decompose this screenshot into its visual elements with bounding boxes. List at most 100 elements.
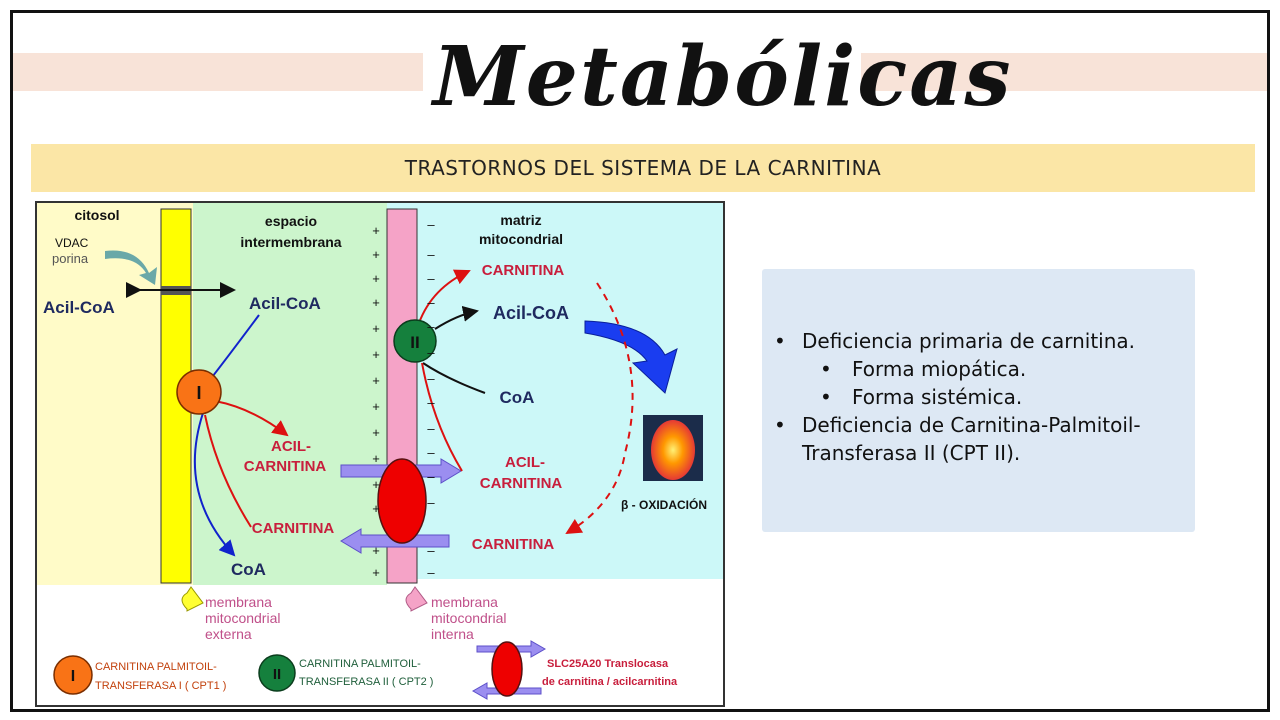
acylcarnitine-to-cpt2-line (421, 362, 463, 472)
title-band-right (861, 53, 1267, 91)
coa-matrix-label: CoA (500, 388, 535, 407)
matrix-label-1: matriz (500, 212, 541, 228)
outer-membrane-label-3: externa (205, 626, 252, 642)
plus-charge: + (372, 501, 380, 516)
carnitine-matrix-top-label: CARNITINA (482, 262, 565, 279)
cpt2-enzyme (393, 319, 437, 363)
beta-oxidation-label: β - OXIDACIÓN (621, 497, 707, 512)
plus-charge: + (372, 321, 380, 336)
minus-charge: – (427, 319, 435, 334)
plus-charge: + (372, 247, 380, 262)
legend-cpt2-line2: TRANSFERASA II ( CPT2 ) (299, 676, 433, 688)
minus-charge: – (427, 371, 435, 386)
subtitle: TRASTORNOS DEL SISTEMA DE LA CARNITINA (404, 156, 882, 180)
carnitine-to-cpt1-line (204, 414, 252, 528)
acylcarnitine-right-label-2: CARNITINA (480, 475, 563, 492)
acylcarnitine-right-label-1: ACIL- (505, 454, 545, 471)
legend-cpt1-line1: CARNITINA PALMITOIL- (95, 661, 217, 673)
minus-charge: – (427, 345, 435, 360)
coa-to-cpt2-line (422, 362, 486, 394)
carnitine-left-label: CARNITINA (252, 520, 335, 537)
legend-cpt1-line2: TRANSFERASA I ( CPT1 ) (95, 680, 226, 692)
slide-title: Metabólicas (433, 29, 1013, 125)
bullet-subitem: Forma miopática. (774, 355, 1184, 383)
minus-charge: – (427, 565, 435, 580)
plus-charge: + (372, 373, 380, 388)
matrix-label-2: mitocondrial (479, 231, 563, 247)
bullet-subitem: Forma sistémica. (774, 383, 1184, 411)
cpt2-to-carnitine-arrow (418, 269, 471, 324)
coa-intermembrane-label: CoA (231, 560, 266, 579)
legend-cpt2-icon-label: II (273, 666, 281, 683)
cytosol-label: citosol (74, 207, 119, 223)
minus-charge: – (427, 247, 435, 262)
legend-cpt1-icon-label: I (71, 668, 75, 685)
inner-membrane-label-3: interna (431, 626, 474, 642)
cpt1-enzyme (176, 369, 222, 415)
legend-slc-line2: de carnitina / acilcarnitina (542, 676, 678, 688)
acylcarnitine-left-label-1: ACIL- (271, 438, 311, 455)
inner-membrane-label-1: membrana (431, 594, 498, 610)
minus-charge: – (427, 445, 435, 460)
vdac-label: VDAC (55, 236, 89, 250)
porina-label: porina (52, 251, 89, 266)
legend-cpt2-line1: CARNITINA PALMITOIL- (299, 658, 421, 670)
bullet-item: Deficiencia de Carnitina-Palmitoil-Trans… (774, 411, 1184, 467)
acyl-coa-intermembrane-label: Acil-CoA (249, 294, 321, 313)
legend-cpt1-icon (53, 655, 93, 695)
acylcarnitine-left-label-2: CARNITINA (244, 458, 327, 475)
cpt2-to-acyl-coa-arrow (434, 305, 479, 330)
bullet-list: Deficiencia primaria de carnitina. Forma… (774, 327, 1184, 467)
plus-charge: + (372, 399, 380, 414)
minus-charge: – (427, 395, 435, 410)
minus-charge: – (427, 217, 435, 232)
carnitine-recycling-dashed-arrow (565, 282, 634, 535)
beta-oxidation-arrow (584, 320, 678, 394)
minus-charge: – (427, 271, 435, 286)
plus-charge: + (372, 271, 380, 286)
inner-membrane-label-2: mitocondrial (431, 610, 506, 626)
diagram-canvas: citosol espacio intermembrana matriz mit… (37, 203, 723, 700)
cpt1-to-coa-arrow (193, 412, 236, 557)
matrix-region (387, 203, 723, 579)
minus-charge: – (427, 469, 435, 484)
cpt1-enzyme-label: I (196, 383, 201, 403)
carnitine-matrix-bottom-label: CARNITINA (472, 536, 555, 553)
bullet-box: Deficiencia primaria de carnitina. Forma… (762, 269, 1195, 532)
minus-charges: – – – – – – – – – – – – – – (427, 217, 435, 580)
cpt1-to-acylcarnitine-arrow (214, 400, 289, 437)
acyl-coa-cytosol-label: Acil-CoA (43, 298, 115, 317)
intermembrane-label-1: espacio (265, 213, 317, 229)
minus-charge: – (427, 295, 435, 310)
plus-charge: + (372, 295, 380, 310)
cpt2-enzyme-label: II (410, 333, 419, 352)
intermembrane-label-2: intermembrana (240, 234, 341, 250)
plus-charge: + (372, 565, 380, 580)
plus-charge: + (372, 543, 380, 558)
plus-charge: + (372, 477, 380, 492)
legend-slc-line1: SLC25A20 Translocasa (547, 658, 669, 670)
minus-charge: – (427, 495, 435, 510)
fire-icon (651, 420, 695, 480)
outer-membrane-label-1: membrana (205, 594, 272, 610)
carnitine-shuttle-diagram: citosol espacio intermembrana matriz mit… (35, 201, 725, 707)
minus-charge: – (427, 421, 435, 436)
plus-charge: + (372, 425, 380, 440)
legend-cpt2-icon (258, 654, 296, 692)
vdac-pointer-arrow (105, 250, 157, 285)
intermembrane-region (193, 203, 387, 585)
subtitle-bar: TRASTORNOS DEL SISTEMA DE LA CARNITINA (31, 144, 1255, 192)
bullet-item: Deficiencia primaria de carnitina. (774, 327, 1184, 355)
slide: Metabólicas TRASTORNOS DEL SISTEMA DE LA… (10, 10, 1270, 712)
minus-charge: – (427, 543, 435, 558)
plus-charge: + (372, 223, 380, 238)
plus-charge: + (372, 451, 380, 466)
inner-membrane-pointer-arrow (405, 586, 428, 612)
translocase-slc25a20 (377, 458, 427, 544)
title-band-left (13, 53, 423, 91)
legend-translocase-icon (491, 641, 523, 697)
plus-charges: + + + + + + + + + + + + + + (372, 223, 380, 580)
acyl-coa-matrix-label: Acil-CoA (493, 303, 569, 323)
plus-charge: + (372, 347, 380, 362)
outer-membrane-pointer-arrow (181, 586, 204, 612)
